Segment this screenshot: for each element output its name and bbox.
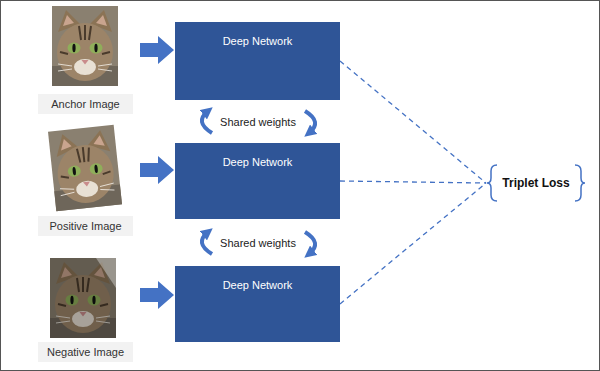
image-label: Positive Image	[38, 216, 133, 236]
network-label: Deep Network	[223, 279, 293, 291]
network-box: Deep Network	[175, 22, 340, 100]
network-box: Deep Network	[175, 143, 340, 219]
image-caption: Positive Image	[49, 220, 121, 232]
loss-label: Triplet Loss	[502, 176, 569, 190]
network-label: Deep Network	[223, 156, 293, 168]
positive-photo	[48, 125, 122, 211]
shared-weights-label: Shared weights	[220, 237, 296, 249]
dashed-connector	[340, 61, 486, 183]
image-label: Negative Image	[38, 342, 133, 362]
network-label: Deep Network	[223, 35, 293, 47]
brace	[487, 165, 497, 201]
image-caption: Negative Image	[47, 346, 124, 358]
network-box: Deep Network	[175, 266, 340, 342]
dashed-connector	[340, 181, 486, 183]
loss-bracket: Triplet Loss	[486, 163, 586, 203]
image-caption: Anchor Image	[51, 98, 119, 110]
image-label: Anchor Image	[38, 94, 133, 114]
shared-weights-label: Shared weights	[220, 116, 296, 128]
negative-photo	[50, 258, 116, 338]
dashed-connector	[340, 183, 486, 304]
input-arrows	[140, 36, 174, 309]
anchor-photo	[52, 6, 118, 86]
brace	[575, 165, 585, 201]
